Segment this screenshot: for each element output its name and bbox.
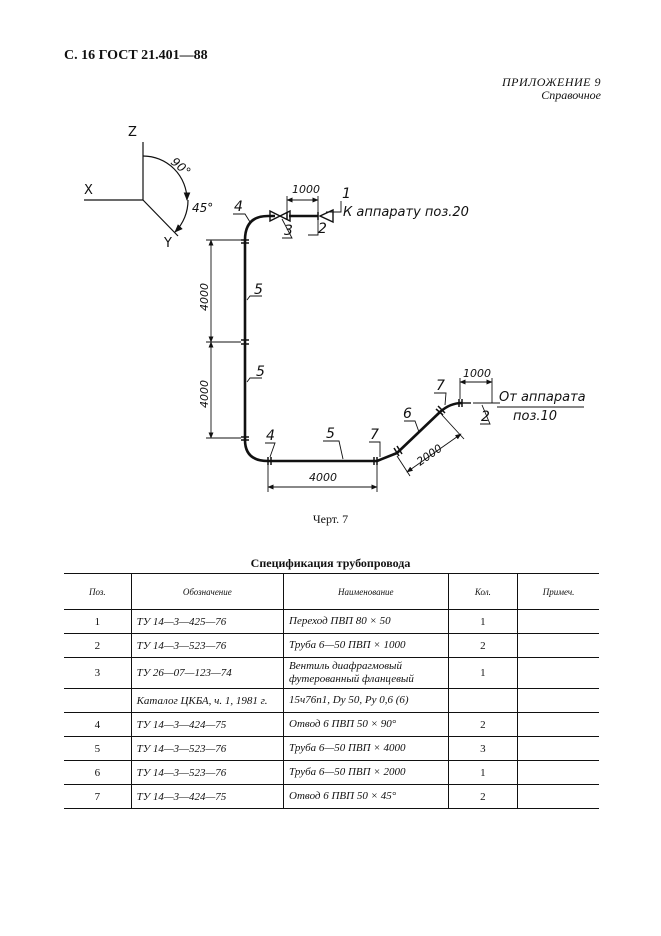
table-row: 3 ТУ 26—07—123—74 Вентиль диафрагмовый ф…	[64, 657, 599, 689]
cell-pos: 3	[64, 657, 132, 689]
cell-doc: ТУ 14—3—523—76	[130, 736, 284, 761]
col-qty: Кол.	[447, 573, 518, 610]
table-row: 7 ТУ 14—3—424—75 Отвод 6 ПВП 50 × 45° 2	[64, 784, 599, 809]
axis-x-label: X	[84, 183, 93, 198]
cell-name: Труба 6—50 ПВП × 1000	[283, 633, 449, 658]
axis-y	[142, 199, 179, 237]
cell-qty: 2	[447, 633, 518, 658]
pipe-top-bend	[243, 214, 275, 241]
axis-z-label: Z	[128, 125, 137, 140]
cell-qty: 1	[447, 609, 518, 634]
label-pos-5-bottom: 5	[326, 426, 335, 442]
to-apparatus-text: К аппарату поз.20	[343, 205, 469, 220]
cell-name: Труба 6—50 ПВП × 2000	[283, 760, 449, 785]
cell-pos: 5	[64, 736, 132, 761]
cell-doc: ТУ 26—07—123—74	[130, 657, 284, 689]
pipe-diagonal	[396, 411, 441, 454]
label-pos-1: 1	[342, 186, 351, 202]
cell-qty: 1	[447, 657, 518, 689]
cell-note	[517, 736, 599, 761]
table-row: Каталог ЦКБА, ч. 1, 1981 г. 15ч76п1, Dу …	[64, 688, 599, 713]
cell-qty	[447, 688, 518, 713]
angle-arc-90	[142, 155, 191, 201]
label-pos-3: 3	[284, 223, 293, 239]
cell-doc: ТУ 14—3—523—76	[130, 633, 284, 658]
cell-note	[517, 688, 599, 713]
page-reference: С. 16 ГОСТ 21.401—88	[64, 48, 208, 63]
dim-right-flange: 1000	[463, 367, 491, 380]
appendix-kind: Справочное	[541, 88, 601, 102]
appendix-title: ПРИЛОЖЕНИЕ 9	[502, 75, 601, 89]
dim-top-flange: 1000	[292, 183, 320, 196]
cell-qty: 1	[447, 760, 518, 785]
cell-doc: ТУ 14—3—425—76	[130, 609, 284, 634]
cell-pos: 4	[64, 712, 132, 737]
cell-name: Вентиль диафрагмовый футерованный фланце…	[283, 657, 449, 689]
col-pos: Поз.	[64, 573, 132, 610]
valve-symbol	[269, 209, 291, 223]
label-pos-7-bottom: 7	[370, 427, 379, 443]
cell-doc: ТУ 14—3—523—76	[130, 760, 284, 785]
angle-45-label: 45°	[192, 201, 213, 215]
label-pos-7-right: 7	[436, 378, 445, 394]
cell-note	[517, 760, 599, 785]
cell-note	[517, 657, 599, 689]
label-pos-6: 6	[403, 406, 412, 422]
cell-doc: Каталог ЦКБА, ч. 1, 1981 г.	[130, 688, 284, 713]
cell-doc: ТУ 14—3—424—75	[130, 712, 284, 737]
cell-name: Труба 6—50 ПВП × 4000	[283, 736, 449, 761]
table-row: 5 ТУ 14—3—523—76 Труба 6—50 ПВП × 4000 3	[64, 736, 599, 761]
cell-pos	[64, 688, 132, 713]
cell-pos: 1	[64, 609, 132, 634]
label-pos-4-bottom: 4	[266, 428, 275, 444]
dim-vertical-lower: 4000	[198, 380, 211, 408]
pipe-bottom-bend	[243, 439, 269, 463]
spec-title: Спецификация трубопровода	[250, 556, 411, 570]
label-pos-5-upper: 5	[254, 282, 263, 298]
spec-table: Поз. Обозначение Наименование Кол. Приме…	[64, 573, 599, 809]
angle-90-label: 90°	[168, 155, 193, 179]
table-row: 6 ТУ 14—3—523—76 Труба 6—50 ПВП × 2000 1	[64, 760, 599, 785]
table-row: 2 ТУ 14—3—523—76 Труба 6—50 ПВП × 1000 2	[64, 633, 599, 658]
cell-note	[517, 609, 599, 634]
from-apparatus-text-2: поз.10	[513, 409, 557, 424]
cell-name: Отвод 6 ПВП 50 × 45°	[283, 784, 449, 809]
cell-note	[517, 712, 599, 737]
label-pos-2-right: 2	[481, 409, 490, 425]
spec-header-row: Поз. Обозначение Наименование Кол. Приме…	[64, 573, 599, 610]
axis-y-label: Y	[163, 236, 172, 251]
dim-diagonal: 2000	[414, 442, 444, 469]
cell-note	[517, 633, 599, 658]
pipeline-isometric-drawing: Z X Y 90° 45° 1000 4000 4000 4000 2000 1…	[84, 125, 586, 492]
cell-pos: 7	[64, 784, 132, 809]
angle-arc-45	[174, 199, 189, 233]
cell-pos: 6	[64, 760, 132, 785]
dim-horizontal: 4000	[309, 471, 337, 484]
drawing-caption: Черт. 7	[312, 512, 349, 526]
table-row: 1 ТУ 14—3—425—76 Переход ПВП 80 × 50 1	[64, 609, 599, 634]
cell-note	[517, 784, 599, 809]
dim-vertical-upper: 4000	[198, 283, 211, 311]
cell-name: Переход ПВП 80 × 50	[283, 609, 449, 634]
pipe-short	[376, 451, 398, 463]
cell-pos: 2	[64, 633, 132, 658]
cell-doc: ТУ 14—3—424—75	[130, 784, 284, 809]
col-name: Наименование	[283, 573, 449, 610]
col-note: Примеч.	[517, 573, 599, 610]
cell-name: 15ч76п1, Dу 50, Pу 0,6 (6)	[283, 688, 449, 713]
reducer-symbol	[318, 208, 334, 224]
from-apparatus-text-1: От аппарата	[499, 390, 586, 405]
label-pos-2-top: 2	[318, 221, 327, 237]
label-pos-5-lower: 5	[256, 364, 265, 380]
col-doc: Обозначение	[130, 573, 284, 610]
appendix-block: ПРИЛОЖЕНИЕ 9 Справочное	[502, 76, 601, 102]
table-row: 4 ТУ 14—3—424—75 Отвод 6 ПВП 50 × 90° 2	[64, 712, 599, 737]
cell-qty: 2	[447, 784, 518, 809]
cell-qty: 3	[447, 736, 518, 761]
label-pos-4-top: 4	[234, 199, 243, 215]
cell-name: Отвод 6 ПВП 50 × 90°	[283, 712, 449, 737]
cell-qty: 2	[447, 712, 518, 737]
